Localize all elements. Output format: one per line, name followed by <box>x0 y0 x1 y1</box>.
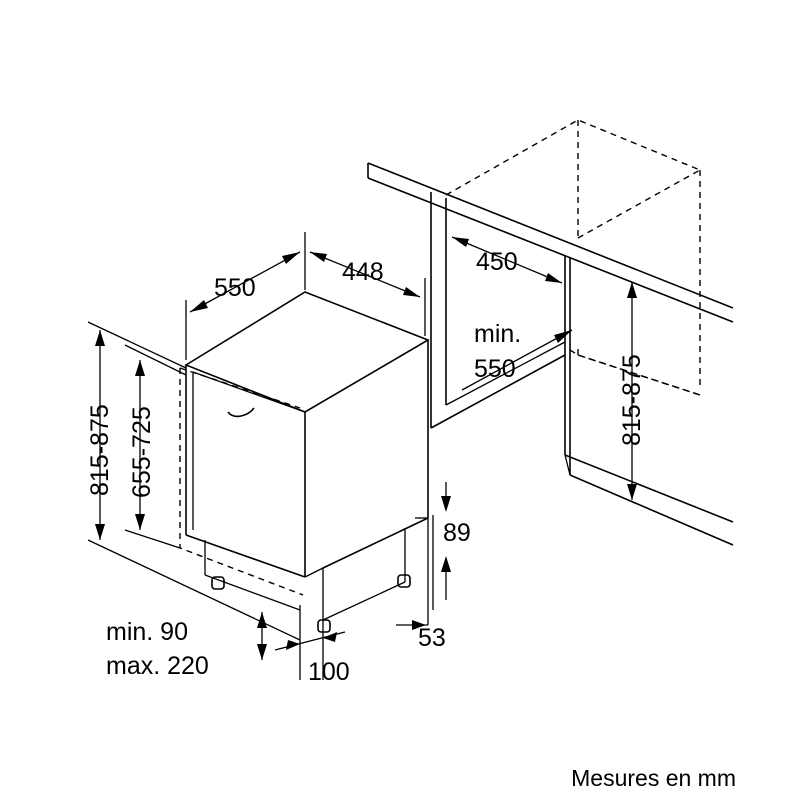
dim-height-total <box>95 330 105 540</box>
dim-depth-550 <box>185 232 306 360</box>
dim-height-body <box>135 360 145 530</box>
label-height-body: 655-725 <box>128 406 156 498</box>
dim-niche-height <box>627 282 637 500</box>
dishwasher-body <box>179 291 430 633</box>
counter-niche <box>367 119 734 546</box>
label-plinth-depth-2: max. 220 <box>106 652 209 680</box>
label-foot-depth: 100 <box>308 658 350 686</box>
dim-width-448 <box>309 251 426 336</box>
label-depth: 550 <box>214 274 256 302</box>
reference-lines <box>87 321 301 641</box>
dim-niche-width-450 <box>451 236 563 284</box>
label-niche-width: 450 <box>476 248 518 276</box>
dim-plinth <box>396 482 451 630</box>
label-niche-height: 815-875 <box>618 354 646 446</box>
label-plinth-height: 89 <box>443 519 471 547</box>
label-plinth-depth-1: min. 90 <box>106 618 188 646</box>
label-niche-depth-1: min. <box>474 320 521 348</box>
label-niche-depth-2: 550 <box>474 355 516 383</box>
door-handle-icon <box>227 407 255 418</box>
label-height-total: 815-875 <box>86 404 114 496</box>
label-width: 448 <box>342 258 384 286</box>
units-note: Mesures en mm <box>571 765 736 791</box>
label-plinth-offset: 53 <box>418 624 446 652</box>
dim-niche-depth <box>461 329 573 391</box>
dim-plinth-depth <box>257 605 346 680</box>
